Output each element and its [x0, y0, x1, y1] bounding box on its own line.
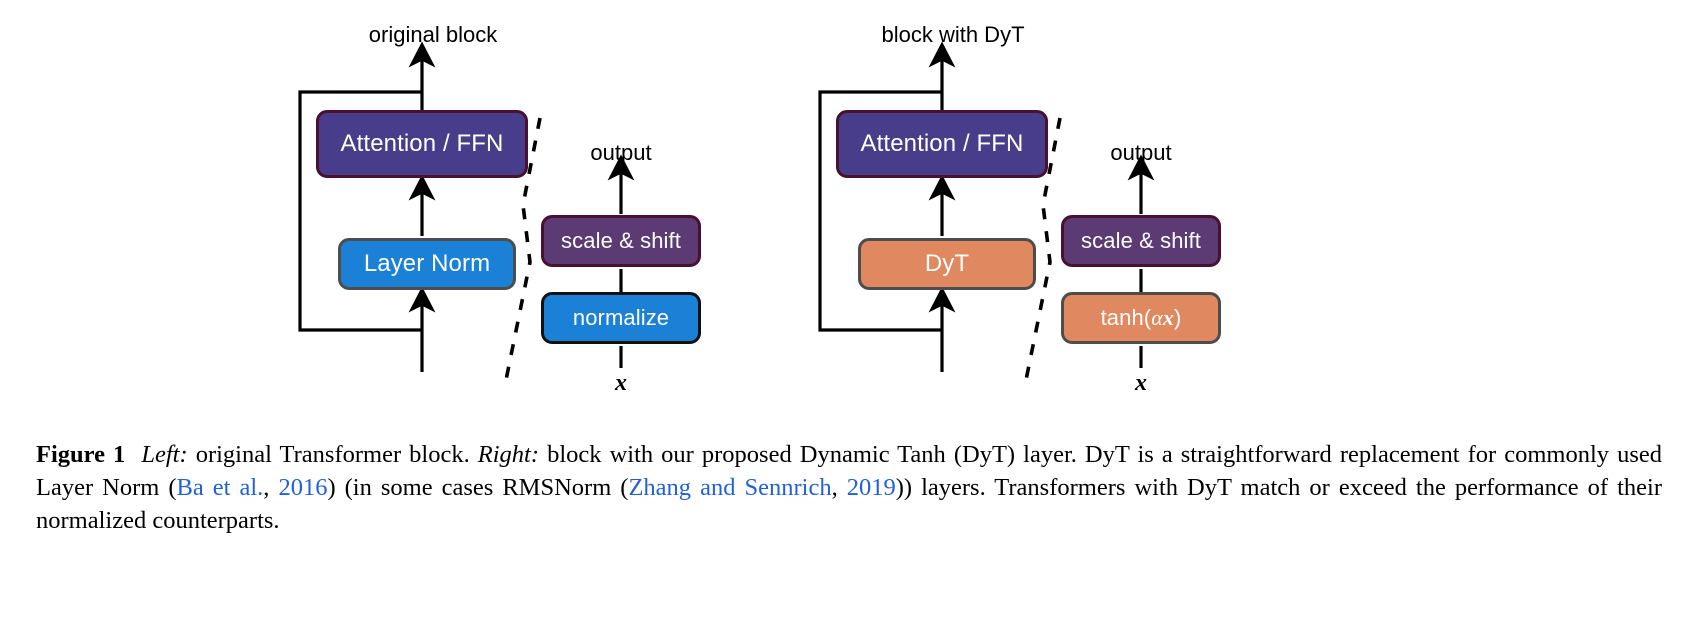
node-dyt: DyT [858, 238, 1036, 290]
caption-text-1: original Transformer block. [187, 441, 478, 468]
caption-figure-label: Figure 1 [36, 441, 126, 468]
caption-text-4: ) (in some cases RMSNorm ( [327, 474, 629, 501]
diagram-area: original block output [268, 0, 1268, 420]
input-label-x-left: x [615, 370, 627, 396]
citation-link-zhang-sennrich[interactable]: Zhang and Sennrich [628, 474, 832, 501]
panel-original-block: original block output [268, 0, 748, 420]
wires-right [818, 41, 1155, 381]
node-attention-ffn-right: Attention / FFN [836, 110, 1048, 178]
panel-title-block-with-dyt: block with DyT [881, 22, 1025, 47]
figure-caption: Figure 1 Left: original Transformer bloc… [36, 438, 1662, 537]
caption-spacer [125, 441, 141, 468]
wires-left [298, 41, 635, 381]
detail-output-label-right: output [1110, 140, 1172, 165]
caption-text-2: block with our proposed Dynamic Tanh (Dy… [36, 441, 1662, 501]
caption-emph-right: Right: [477, 441, 540, 468]
panel-title-original-block: original block [368, 22, 498, 47]
input-label-x-right: x [1135, 370, 1147, 396]
node-layer-norm: Layer Norm [338, 238, 516, 290]
caption-text-6: )) layers. Transformers with DyT match o… [36, 474, 1662, 534]
caption-text-3: , [263, 474, 279, 501]
citation-link-ba-et-al-year[interactable]: 2016 [278, 474, 328, 501]
panel-block-with-dyt: block with DyT output Attention / FFN [788, 0, 1268, 420]
citation-link-zhang-sennrich-year[interactable]: 2019 [846, 474, 896, 501]
detail-output-label-left: output [590, 140, 652, 165]
node-normalize: normalize [541, 292, 701, 344]
node-scale-and-shift-right: scale & shift [1061, 215, 1221, 267]
node-attention-ffn-left: Attention / FFN [316, 110, 528, 178]
node-scale-and-shift-left: scale & shift [541, 215, 701, 267]
caption-text-5: , [831, 474, 847, 501]
caption-emph-left: Left: [141, 441, 188, 468]
citation-link-ba-et-al[interactable]: Ba et al. [176, 474, 264, 501]
